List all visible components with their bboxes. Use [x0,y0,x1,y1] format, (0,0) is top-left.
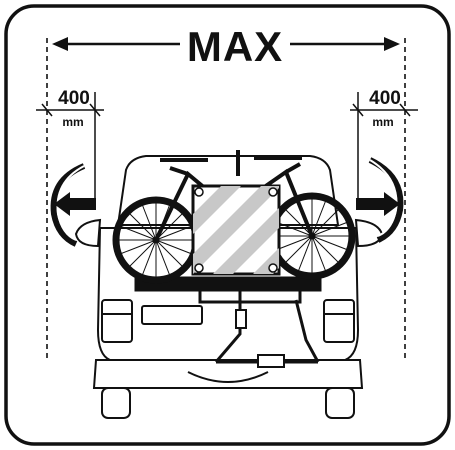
right-clearance-marker [350,92,418,210]
right-swing-arrow [356,157,404,243]
right-clearance-unit: mm [372,115,394,129]
max-width-arrow [52,37,400,51]
warning-panel [191,184,281,276]
left-clearance-unit: mm [62,115,84,129]
left-clearance-marker [36,92,104,210]
right-clearance-value: 400 [369,88,401,109]
bike-rack [134,276,322,368]
left-clearance-value: 400 [58,88,90,109]
left-swing-arrow [50,163,96,247]
max-width-label: MAX [180,26,290,68]
